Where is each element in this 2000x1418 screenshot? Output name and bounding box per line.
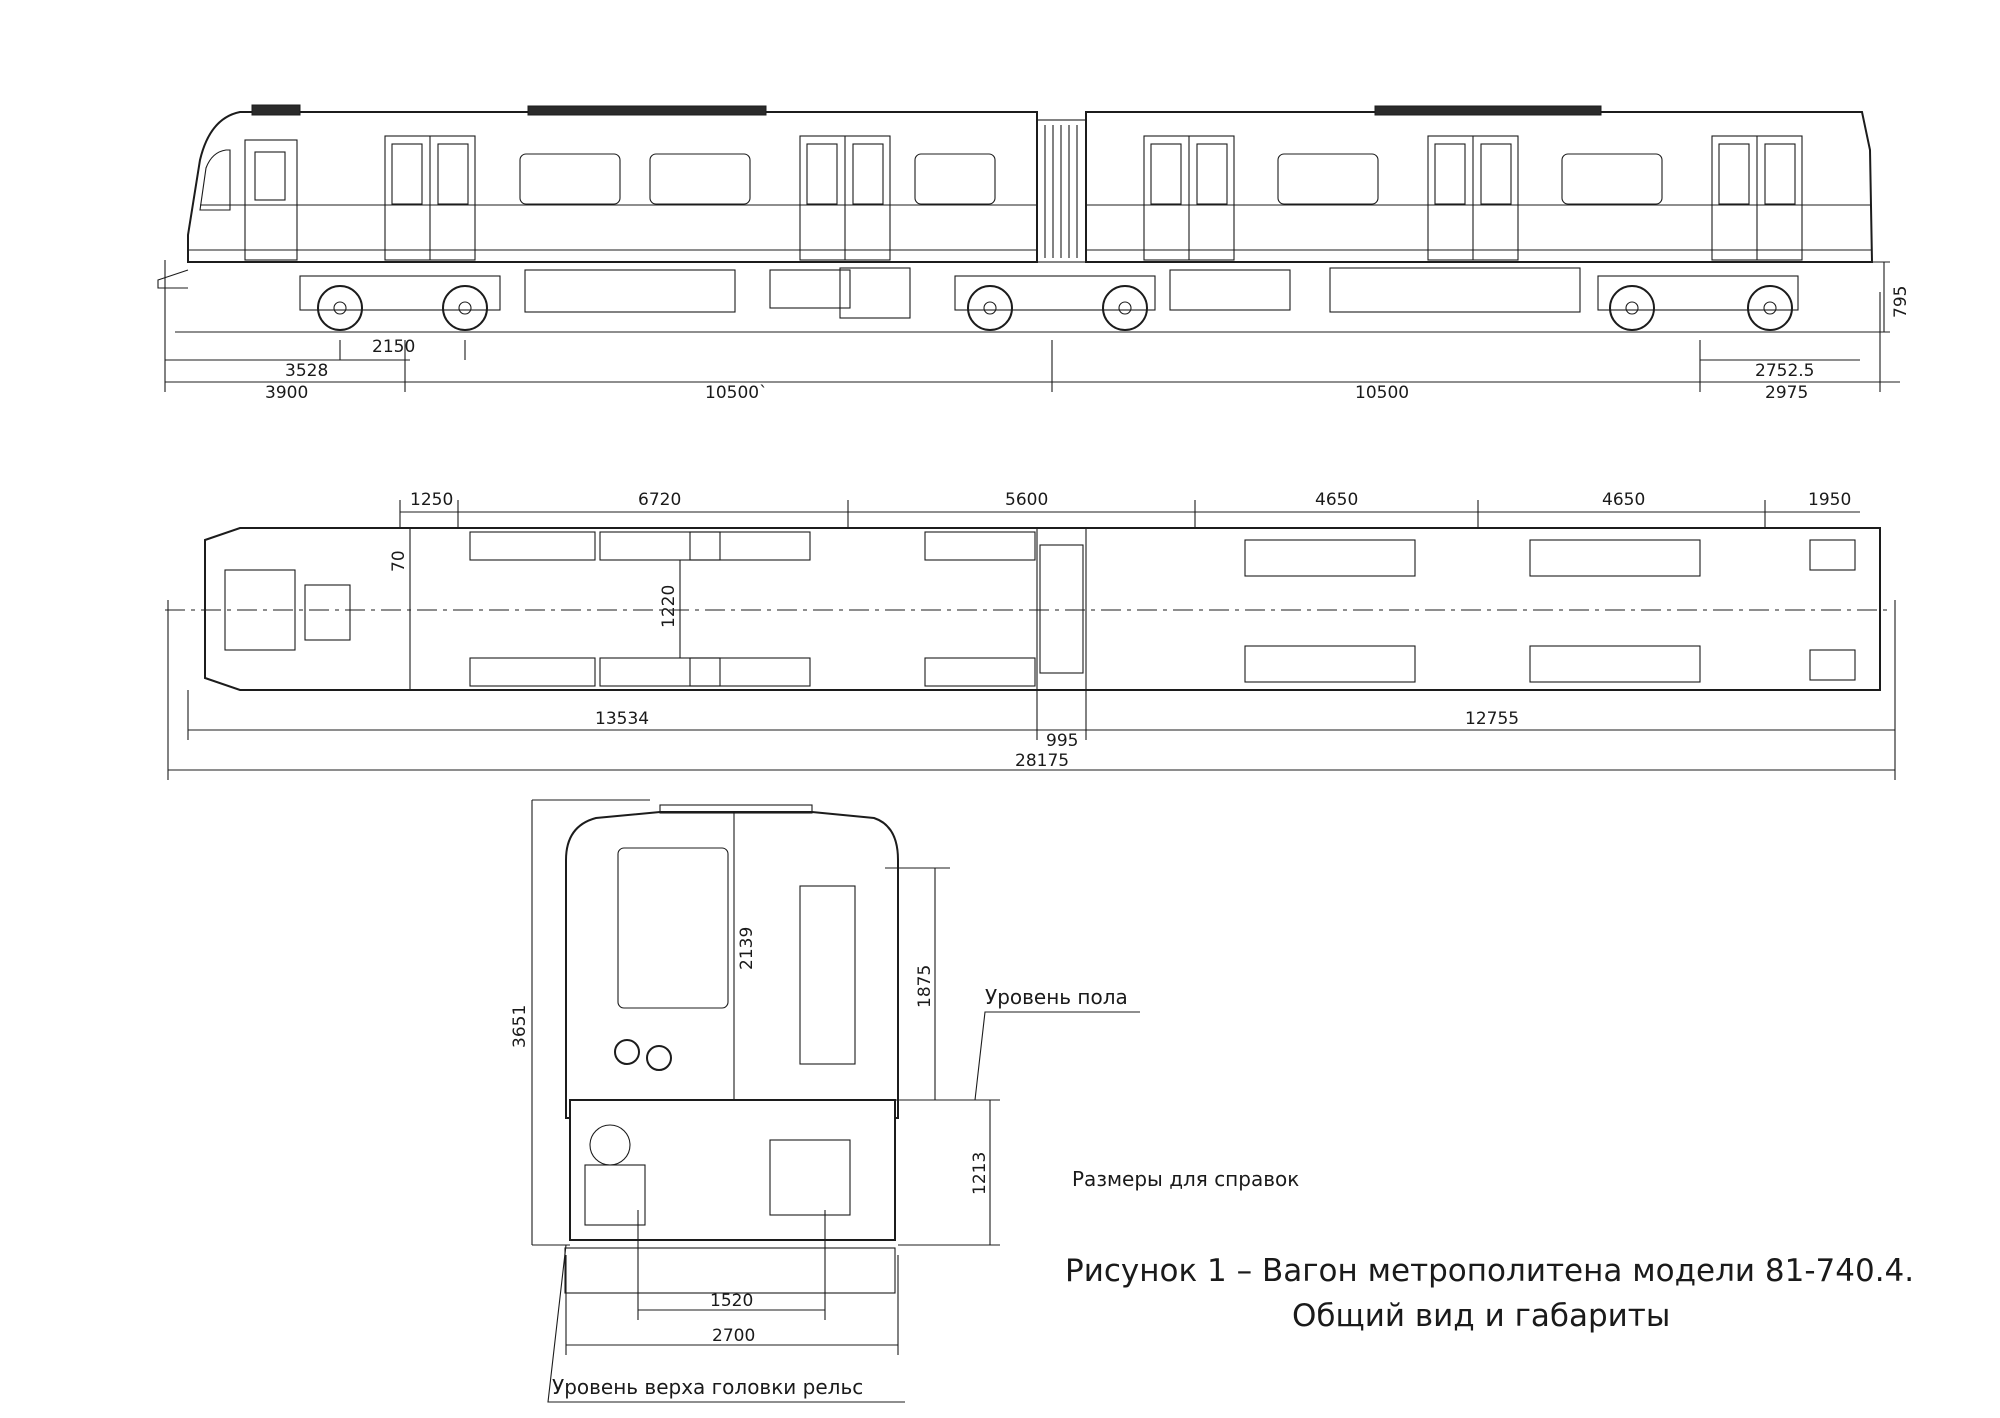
- dim-12755: 12755: [1465, 709, 1519, 729]
- figure-caption-line-2: Общий вид и габариты: [1292, 1298, 1670, 1334]
- roof-unit: [251, 104, 301, 116]
- car-body-section-a: [187, 111, 1038, 263]
- cab-door: [244, 139, 298, 261]
- dim-4650-a: 4650: [1315, 490, 1358, 510]
- bogie-3: [1597, 275, 1799, 331]
- dim-6720: 6720: [638, 490, 681, 510]
- headlight-left: [614, 1039, 640, 1065]
- roof-unit: [1374, 105, 1602, 116]
- passenger-doors: [384, 135, 1803, 261]
- underframe-equipment: [524, 267, 1581, 319]
- dim-3651: 3651: [510, 1005, 530, 1048]
- end-view: 3651 2139 1875 1213 1520 2700 Уровень по…: [510, 799, 1140, 1403]
- dim-1250: 1250: [410, 490, 453, 510]
- dim-2752-5: 2752.5: [1755, 361, 1814, 381]
- dim-28175: 28175: [1015, 751, 1069, 771]
- dim-4650-b: 4650: [1602, 490, 1645, 510]
- dim-3528: 3528: [285, 361, 328, 381]
- car-body-section-b: [1085, 111, 1874, 263]
- dim-10500-a: 10500`: [705, 383, 768, 403]
- cab-console: [224, 569, 296, 651]
- gangway-bellows: [1036, 119, 1087, 263]
- dim-1875: 1875: [915, 965, 935, 1008]
- plan-gangway: [1039, 544, 1084, 674]
- headlight-right: [646, 1045, 672, 1071]
- side-windows: [519, 153, 1663, 205]
- floor-level-label: Уровень пола: [985, 985, 1128, 1009]
- rail-level-label: Уровень верха головки рельс: [552, 1375, 863, 1399]
- roof-unit: [527, 105, 767, 116]
- dim-1520: 1520: [710, 1291, 753, 1311]
- dim-3900: 3900: [265, 383, 308, 403]
- dim-2139: 2139: [737, 927, 757, 970]
- dim-1220: 1220: [659, 585, 679, 628]
- end-underframe: [569, 1099, 896, 1241]
- bogie-2: [954, 275, 1156, 331]
- seat-rows: [469, 531, 1856, 687]
- end-door: [799, 885, 856, 1065]
- side-view: 3528 2150 3900 10500` 10500 2752.5 2975 …: [157, 104, 1911, 403]
- coupler: [157, 269, 189, 289]
- dim-2700: 2700: [712, 1326, 755, 1346]
- figure-caption-line-1: Рисунок 1 – Вагон метрополитена модели 8…: [1065, 1253, 1914, 1289]
- dim-13534: 13534: [595, 709, 649, 729]
- plan-view: 1250 6720 5600 4650 4650 1950 70 1220 13…: [165, 490, 1896, 780]
- dim-995: 995: [1046, 731, 1078, 751]
- dim-1950: 1950: [1808, 490, 1851, 510]
- dim-70: 70: [389, 550, 409, 572]
- reference-note: Размеры для справок: [1072, 1167, 1299, 1191]
- plan-outline: [204, 527, 1881, 691]
- end-profile: [565, 811, 899, 1119]
- cab-windshield: [199, 149, 231, 211]
- dim-2975: 2975: [1765, 383, 1808, 403]
- dim-5600: 5600: [1005, 490, 1048, 510]
- dim-10500-b: 10500: [1355, 383, 1409, 403]
- bogie-1: [299, 275, 501, 331]
- dim-1213: 1213: [970, 1152, 990, 1195]
- end-windshield: [617, 847, 729, 1009]
- dim-795: 795: [1891, 286, 1911, 318]
- dim-2150: 2150: [372, 337, 415, 357]
